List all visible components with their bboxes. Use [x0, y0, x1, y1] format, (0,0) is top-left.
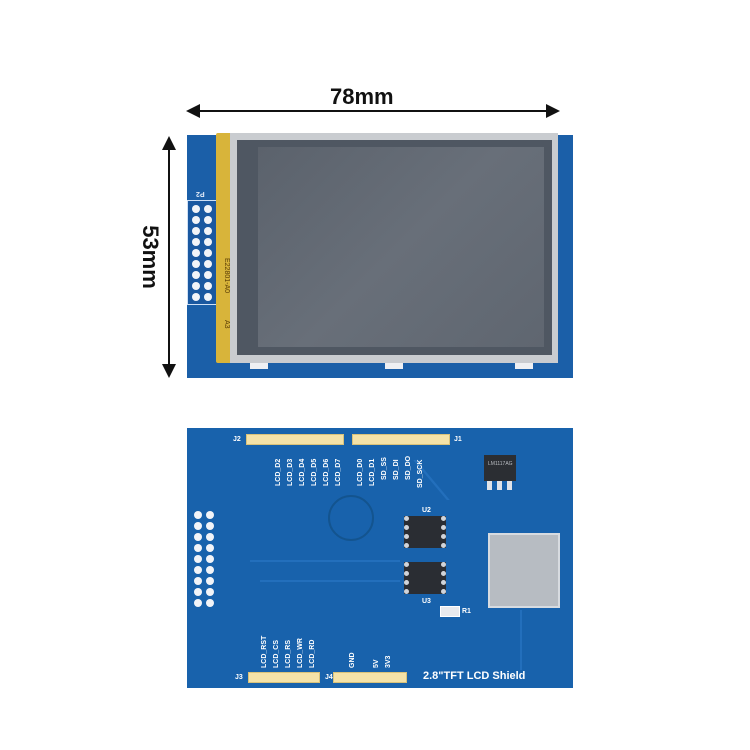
pin-label: SD_SCK [417, 459, 424, 488]
pin-hole [204, 293, 212, 301]
arrow-down-icon [162, 364, 176, 378]
pin-hole [204, 260, 212, 268]
u3-label: U3 [422, 598, 431, 605]
pin-hole [192, 260, 200, 268]
arrow-right-icon [546, 104, 560, 118]
u2-label: U2 [422, 507, 431, 514]
p2-label: P2 [196, 190, 205, 197]
pin-hole [204, 227, 212, 235]
pin-hole [206, 599, 214, 607]
pin-hole [194, 533, 202, 541]
pin-label: LCD_D0 [357, 458, 364, 486]
pin-hole [204, 271, 212, 279]
pin-hole [194, 577, 202, 585]
pin-hole [204, 205, 212, 213]
pin-hole [192, 216, 200, 224]
tab [385, 363, 403, 369]
board-title: 2.8"TFT LCD Shield [423, 670, 526, 682]
u2-chip [404, 516, 446, 548]
tab [515, 363, 533, 369]
r1-resistor [440, 606, 460, 617]
pin-hole [206, 511, 214, 519]
regulator-pin [487, 481, 492, 490]
pin-label: LCD_WR [297, 638, 304, 668]
arrow-up-icon [162, 136, 176, 150]
p2-pin-header [187, 200, 217, 305]
pcb-trace [520, 610, 522, 670]
pin-label: LCD_D5 [311, 458, 318, 486]
pin-label: LCD_CS [273, 639, 280, 668]
pin-hole [192, 227, 200, 235]
pin-label: LCD_D6 [323, 458, 330, 486]
pin-label: LCD_RS [285, 639, 292, 668]
pin-label: 3V3 [385, 655, 392, 668]
pin-hole [194, 599, 202, 607]
voltage-regulator [484, 455, 516, 481]
arrow-left-icon [186, 104, 200, 118]
tab [250, 363, 268, 369]
pin-hole [194, 522, 202, 530]
width-dimension-line [188, 110, 558, 112]
pin-hole [194, 511, 202, 519]
j2-header [246, 434, 344, 445]
height-dimension-label: 53mm [138, 225, 163, 289]
flex-part-number: E22801-A0 [223, 258, 230, 294]
j4-header [333, 672, 407, 683]
lcd-active-area [258, 147, 544, 347]
pin-hole [206, 522, 214, 530]
pin-label: SD_DI [393, 459, 400, 480]
pin-hole [192, 249, 200, 257]
pin-hole [206, 555, 214, 563]
j1-header [352, 434, 450, 445]
pin-hole [204, 282, 212, 290]
pin-label: LCD_D1 [369, 458, 376, 486]
pin-label: LCD_RD [309, 639, 316, 668]
j3-label: J3 [235, 674, 243, 681]
pin-label: LCD_RST [261, 635, 268, 668]
pin-hole [204, 238, 212, 246]
pin-hole [192, 293, 200, 301]
pin-hole [206, 544, 214, 552]
bottom-pin-holes [190, 507, 220, 612]
pin-label: SD_SS [381, 457, 388, 480]
r1-label: R1 [462, 608, 471, 615]
pin-hole [194, 566, 202, 574]
regulator-pin [497, 481, 502, 490]
sd-card-slot [488, 533, 560, 608]
pcb-trace [250, 560, 400, 562]
pin-hole [192, 271, 200, 279]
pin-label: SD_DO [405, 455, 412, 480]
u3-chip [404, 562, 446, 594]
flex-mark: A3 [223, 320, 230, 329]
regulator-pin [507, 481, 512, 490]
logo-mark-icon [328, 495, 374, 541]
pin-hole [194, 555, 202, 563]
pin-label: LCD_D4 [299, 458, 306, 486]
width-dimension-label: 78mm [330, 84, 394, 109]
j1-label: J1 [454, 436, 462, 443]
pin-hole [206, 533, 214, 541]
pin-hole [192, 282, 200, 290]
j3-header [248, 672, 320, 683]
pin-hole [206, 588, 214, 596]
pin-hole [192, 205, 200, 213]
j2-label: J2 [233, 436, 241, 443]
pin-hole [194, 544, 202, 552]
pin-hole [204, 216, 212, 224]
pin-hole [192, 238, 200, 246]
height-dimension-line [168, 140, 170, 372]
pin-hole [206, 566, 214, 574]
pin-label: GND [349, 652, 356, 668]
j4-label: J4 [325, 674, 333, 681]
pin-label: 5V [373, 659, 380, 668]
pin-label: LCD_D7 [335, 458, 342, 486]
pin-hole [206, 577, 214, 585]
pcb-trace [260, 580, 400, 582]
regulator-label: LM1117AG [488, 461, 513, 467]
pin-hole [204, 249, 212, 257]
pin-hole [194, 588, 202, 596]
pin-label: LCD_D3 [287, 458, 294, 486]
pin-label: LCD_D2 [275, 458, 282, 486]
